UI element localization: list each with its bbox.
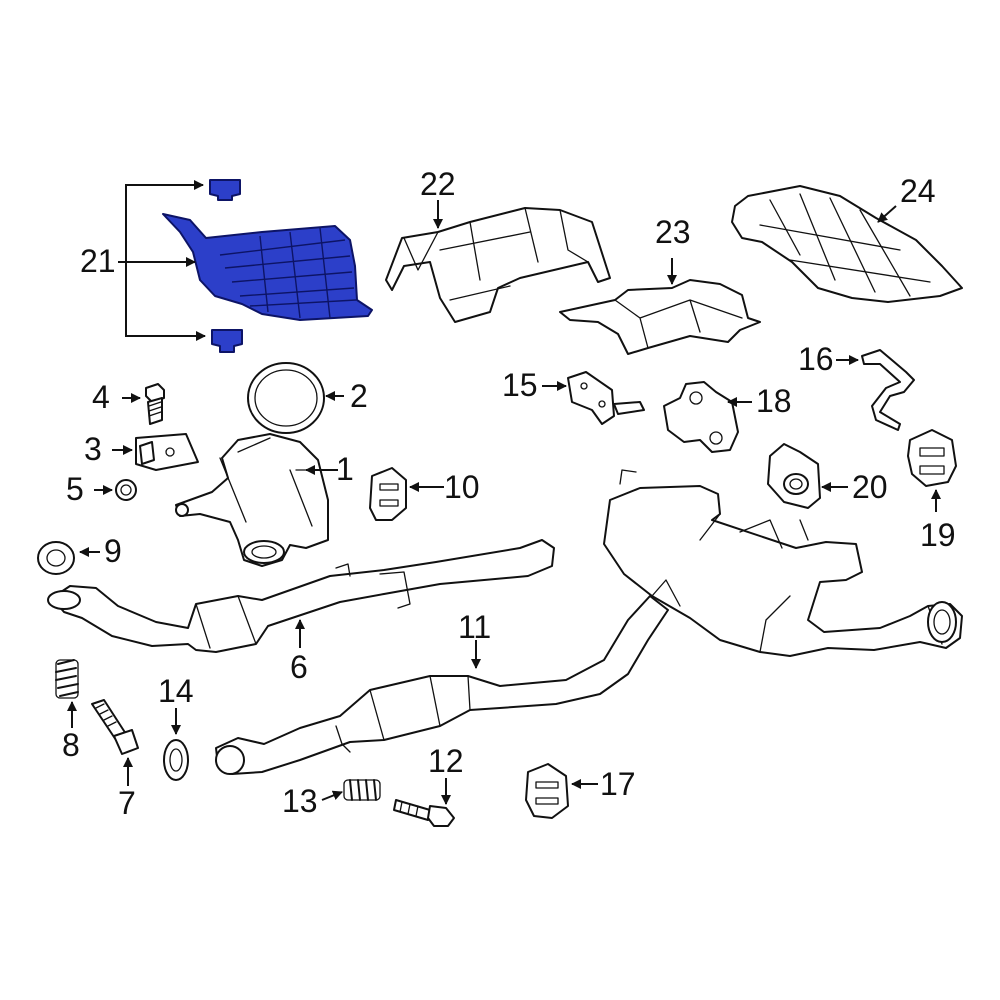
callout-13: 13 <box>282 783 318 819</box>
stud-bolt-7[interactable] <box>91 699 139 755</box>
callout-3: 3 <box>84 431 102 467</box>
catalytic-converter[interactable] <box>175 433 329 567</box>
callout-1: 1 <box>336 451 354 487</box>
gasket-9[interactable] <box>37 541 75 575</box>
rubber-mount-18[interactable] <box>663 381 739 453</box>
callout-7: 7 <box>118 785 136 821</box>
bracket-15[interactable] <box>567 371 645 425</box>
callout-6: 6 <box>290 649 308 685</box>
callout-8: 8 <box>62 727 80 763</box>
leader-13 <box>321 790 343 801</box>
exhaust-hanger-17[interactable] <box>525 763 569 819</box>
bracket-21 <box>118 180 206 341</box>
nut[interactable] <box>115 479 137 501</box>
heat-shield-highlighted[interactable] <box>162 213 373 321</box>
center-exhaust-pipe[interactable] <box>215 595 669 775</box>
heat-shield-clip-bottom[interactable] <box>211 329 243 353</box>
callout-20: 20 <box>852 469 888 505</box>
stud-bolt-12[interactable] <box>393 799 455 827</box>
exhaust-hanger-10[interactable] <box>369 467 407 521</box>
callout-14: 14 <box>158 673 194 709</box>
callout-4: 4 <box>92 379 110 415</box>
callout-5: 5 <box>66 471 84 507</box>
heat-shield-rear-center[interactable] <box>559 279 761 355</box>
spring-8[interactable] <box>55 659 79 699</box>
mount-bracket-20[interactable] <box>767 443 821 509</box>
callout-18: 18 <box>756 383 792 419</box>
callout-19: 19 <box>920 517 956 553</box>
callout-22: 22 <box>420 166 456 202</box>
callout-12: 12 <box>428 743 464 779</box>
callout-17: 17 <box>600 766 636 802</box>
hanger-rod-16[interactable] <box>861 349 915 431</box>
callout-11: 11 <box>458 609 491 645</box>
heat-shield-rear[interactable] <box>731 185 963 303</box>
callout-23: 23 <box>655 214 691 250</box>
callout-24: 24 <box>900 173 936 209</box>
callout-9: 9 <box>104 533 122 569</box>
callout-21: 21 <box>80 243 116 279</box>
rear-muffler-assembly[interactable] <box>603 469 963 657</box>
bolt[interactable] <box>145 383 165 425</box>
gasket-ring[interactable] <box>247 362 325 434</box>
heat-shield-clip-top[interactable] <box>209 179 241 201</box>
heat-shield-center[interactable] <box>385 207 611 323</box>
callout-2: 2 <box>350 378 368 414</box>
spring-13[interactable] <box>343 779 381 801</box>
exhaust-hanger-19[interactable] <box>907 429 957 487</box>
leader-24 <box>877 205 897 223</box>
callout-16: 16 <box>798 341 834 377</box>
callout-15: 15 <box>502 367 538 403</box>
callout-10: 10 <box>444 469 480 505</box>
front-exhaust-pipe[interactable] <box>47 539 555 653</box>
bracket-plate[interactable] <box>135 433 199 471</box>
gasket-14[interactable] <box>163 739 189 781</box>
